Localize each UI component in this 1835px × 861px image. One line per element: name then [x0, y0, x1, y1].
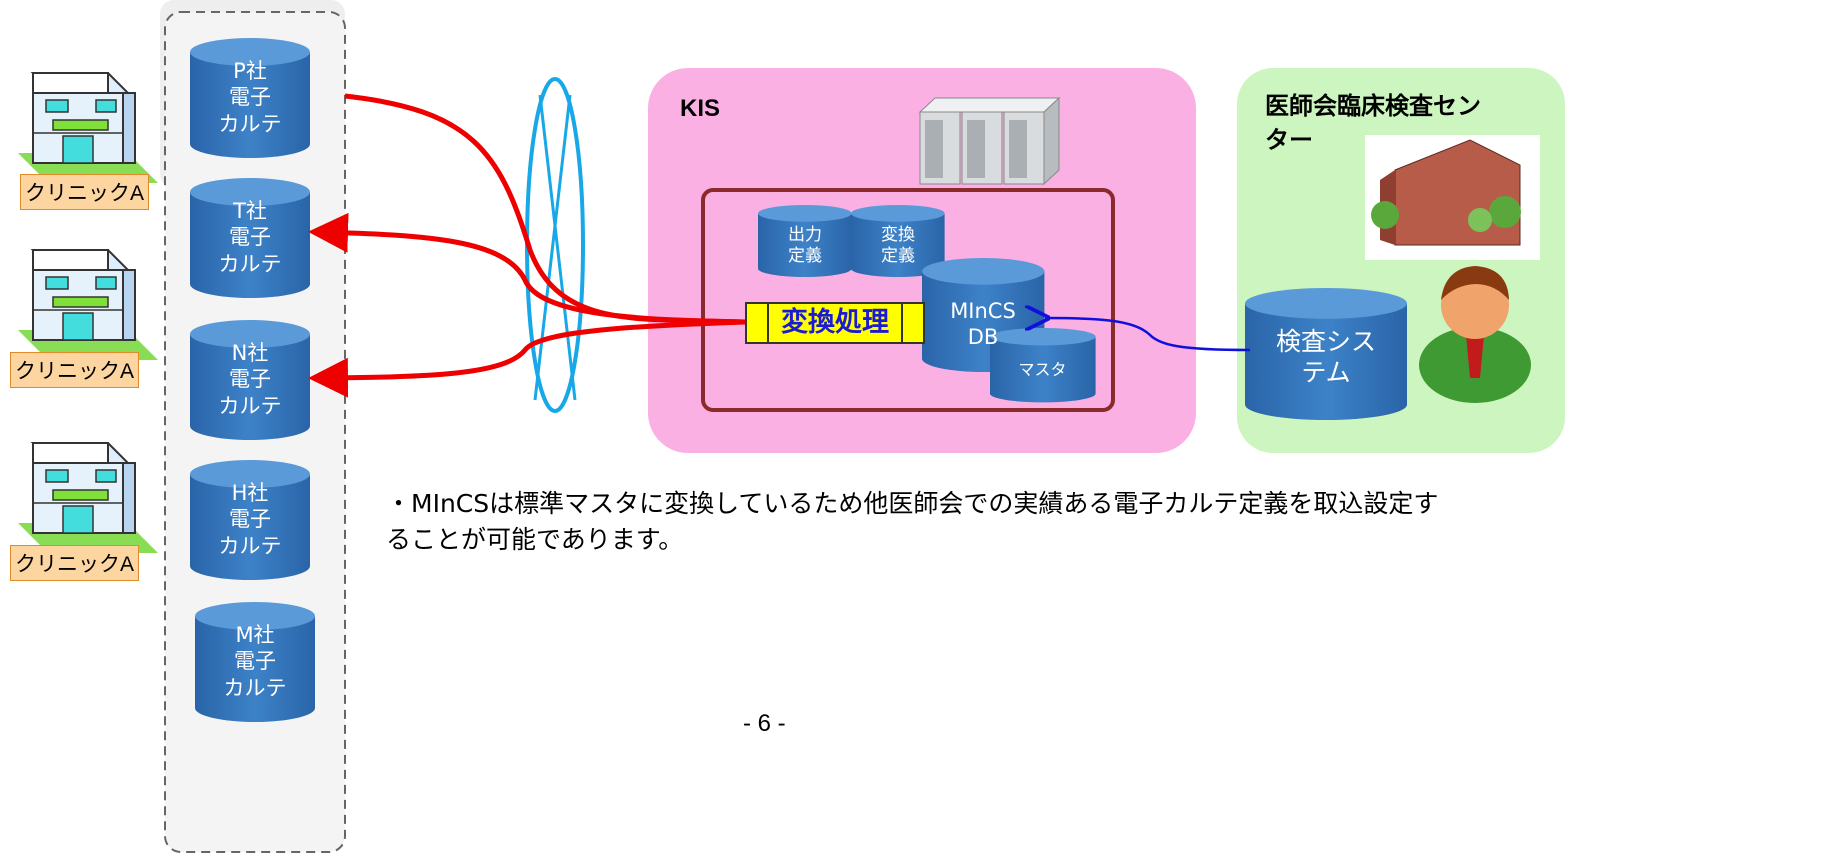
page-number: - 6 -	[743, 710, 786, 737]
kis-inner-box	[701, 188, 1115, 412]
center-title-line: 医師会臨床検査セン	[1265, 93, 1481, 120]
lab-system-label: 検査シス テム	[1275, 327, 1376, 388]
emr-type: 電子	[234, 649, 276, 674]
explanation-note: ・MInCSは標準マスタに変換しているため他医師会での実績ある電子カルテ定義を取…	[386, 486, 1816, 559]
note-line: ることが可能であります。	[386, 525, 684, 555]
emr-type: カルテ	[223, 675, 287, 700]
emr-vendor-name: P社	[233, 59, 267, 83]
convert-process-label: 変換処理	[781, 307, 889, 338]
hospital-building-icon	[1365, 135, 1540, 260]
emr-vendor-name: M社	[235, 623, 275, 647]
clinic-label: クリニックA	[20, 174, 150, 210]
emr-type: 電子	[229, 507, 271, 532]
emr-type: 電子	[229, 85, 271, 110]
kis-title: KIS	[680, 95, 721, 122]
emr-label-n: N社 電子 カルテ	[190, 340, 310, 419]
note-line: ・MInCSは標準マスタに変換しているため他医師会での実績ある電子カルテ定義を取…	[386, 489, 1439, 518]
data-flow-arrow-t	[308, 212, 746, 325]
emr-vendor-name: N社	[231, 341, 269, 365]
emr-type: 電子	[229, 367, 271, 392]
clinic-label: クリニックA	[10, 352, 140, 388]
data-flow-arrow-n	[308, 319, 746, 398]
emr-vendor-name: T社	[233, 199, 267, 223]
emr-label-m: M社 電子 カルテ	[195, 622, 315, 701]
network-line	[538, 94, 577, 401]
convert-def-label: 変換 定義	[881, 225, 915, 267]
emr-label-p: P社 電子 カルテ	[190, 58, 310, 137]
mincs-db-label: MInCS DB	[950, 299, 1016, 350]
network-line	[533, 94, 572, 401]
master-label: マスタ	[1018, 360, 1067, 379]
center-title-line: ター	[1265, 126, 1313, 154]
clinic-building-icon	[17, 249, 159, 361]
emr-label-t: T社 電子 カルテ	[190, 198, 310, 277]
clinic-building-icon	[17, 442, 159, 554]
clinic-label: クリニックA	[10, 545, 140, 581]
center-title: 医師会臨床検査セン ター	[1265, 90, 1481, 157]
emr-type: カルテ	[218, 111, 282, 136]
convert-process-box: 変換処理	[745, 302, 925, 344]
lab-to-db-link	[1045, 318, 1251, 352]
emr-label-h: H社 電子 カルテ	[190, 480, 310, 559]
emr-vendor-name: H社	[231, 481, 269, 505]
emr-type: カルテ	[218, 533, 282, 558]
person-icon	[1419, 266, 1531, 403]
server-rack-icon	[918, 96, 1061, 186]
clinic-building-icon	[17, 72, 159, 184]
output-def-label: 出力 定義	[788, 225, 822, 267]
emr-type: カルテ	[218, 393, 282, 418]
emr-type: カルテ	[218, 251, 282, 276]
emr-type: 電子	[229, 225, 271, 250]
network-ring	[525, 77, 585, 413]
